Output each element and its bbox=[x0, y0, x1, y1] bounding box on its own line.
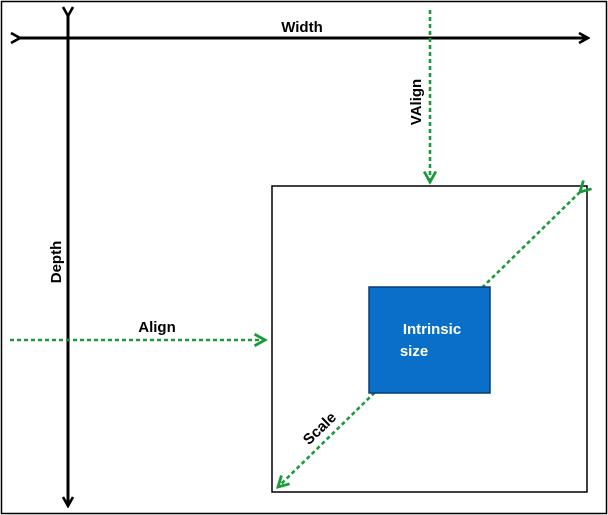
depth-label: Depth bbox=[48, 241, 65, 284]
scale-label: Scale bbox=[300, 409, 340, 448]
intrinsic-size-box bbox=[368, 286, 491, 394]
intrinsic-label-line2: size bbox=[400, 343, 428, 360]
width-label: Width bbox=[281, 19, 323, 36]
intrinsic-label-line1: Intrinsic bbox=[403, 321, 461, 338]
valign-label: VAlign bbox=[408, 79, 425, 125]
align-label: Align bbox=[138, 319, 176, 336]
